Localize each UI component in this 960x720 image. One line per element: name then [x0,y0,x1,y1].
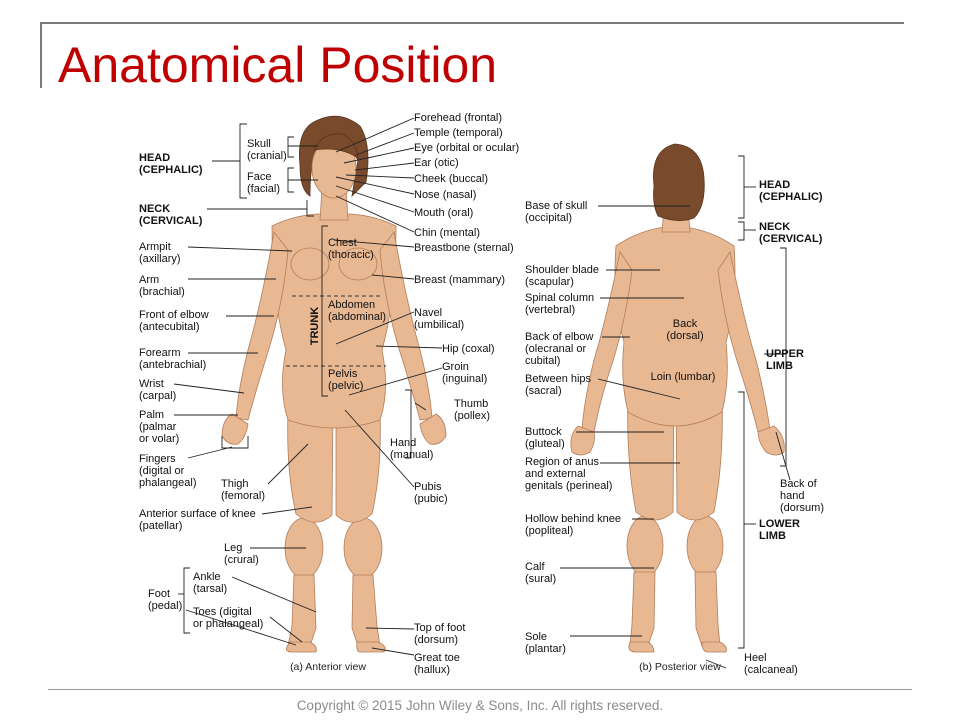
abdomen-label: Abdomen(abdominal) [328,299,386,323]
anatomy-diagram: HEAD(CEPHALIC) NECK(CERVICAL) Skull(crania… [139,112,824,676]
buttock-label: Buttock(gluteal) [525,426,565,450]
calf-label: Calf(sural) [525,561,556,585]
labels-layer: HEAD(CEPHALIC) NECK(CERVICAL) Skull(crania… [139,112,824,676]
shoulder-blade-label: Shoulder blade(scapular) [525,264,599,288]
neck-label: NECK(CERVICAL) [139,203,203,227]
copyright-notice: Copyright © 2015 John Wiley & Sons, Inc.… [296,698,664,713]
pubis-label: Pubis(pubic) [414,481,448,505]
temple-label: Temple (temporal) [414,127,503,139]
forehead-label: Forehead (frontal) [414,112,502,124]
frame-top-line [40,22,904,24]
leg-label: Leg(crural) [224,542,259,566]
front-elbow-label: Front of elbow(antecubital) [139,309,209,333]
between-hips-label: Between hips(sacral) [525,373,592,397]
foot-label: Foot(pedal) [148,588,182,612]
pelvis-label: Pelvis(pelvic) [328,368,363,392]
arm-label: Arm(brachial) [139,274,185,298]
hip-label: Hip (coxal) [442,343,495,355]
groin-label: Groin(inguinal) [442,361,487,385]
posterior-leader-lines [560,155,791,669]
frame-left-line [40,22,42,88]
thigh-label: Thigh(femoral) [221,478,265,502]
sole-label: Sole(plantar) [525,631,566,655]
chest-label: Chest(thoracic) [328,237,374,261]
cheek-label: Cheek (buccal) [414,173,488,185]
hollow-knee-label: Hollow behind knee(popliteal) [525,513,621,537]
back-label: Back(dorsal) [666,318,703,342]
anterior-view-caption: (a) Anterior view [290,661,366,673]
base-skull-label: Base of skull(occipital) [525,200,587,224]
heel-label: Heel(calcaneal) [744,652,798,676]
nose-label: Nose (nasal) [414,189,476,201]
head-label: HEAD(CEPHALIC) [759,179,823,203]
knee-label: Anterior surface of knee(patellar) [139,508,256,532]
hand-label: Hand(manual) [390,437,433,461]
eye-label: Eye (orbital or ocular) [414,142,519,154]
skull-label: Skull(cranial) [247,138,287,162]
ankle-label: Ankle(tarsal) [193,571,227,595]
neck-label: NECK(CERVICAL) [759,221,823,245]
wrist-label: Wrist(carpal) [139,378,176,402]
top-foot-label: Top of foot(dorsum) [414,622,465,646]
footer-rule [48,689,912,690]
thumb-label: Thumb(pollex) [454,398,490,422]
head-label: HEAD(CEPHALIC) [139,152,203,176]
page-title: Anatomical Position [58,37,498,93]
loin-label: Loin (lumbar) [651,371,716,383]
face-label: Face(facial) [247,171,280,195]
breastbone-label: Breastbone (sternal) [414,242,514,254]
forearm-label: Forearm(antebrachial) [139,347,206,371]
breast-label: Breast (mammary) [414,274,505,286]
posterior-figure [570,143,785,653]
posterior-view-caption: (b) Posterior view [639,661,721,673]
anterior-leader-lines [173,117,443,656]
trunk-label: TRUNK [309,307,321,346]
spinal-column-label: Spinal column(vertebral) [525,292,594,316]
mouth-label: Mouth (oral) [414,207,473,219]
ear-label: Ear (otic) [414,157,459,169]
navel-label: Navel(umbilical) [414,307,464,331]
armpit-label: Armpit(axillary) [139,241,181,265]
chin-label: Chin (mental) [414,227,480,239]
great-toe-label: Great toe(hallux) [414,652,460,676]
